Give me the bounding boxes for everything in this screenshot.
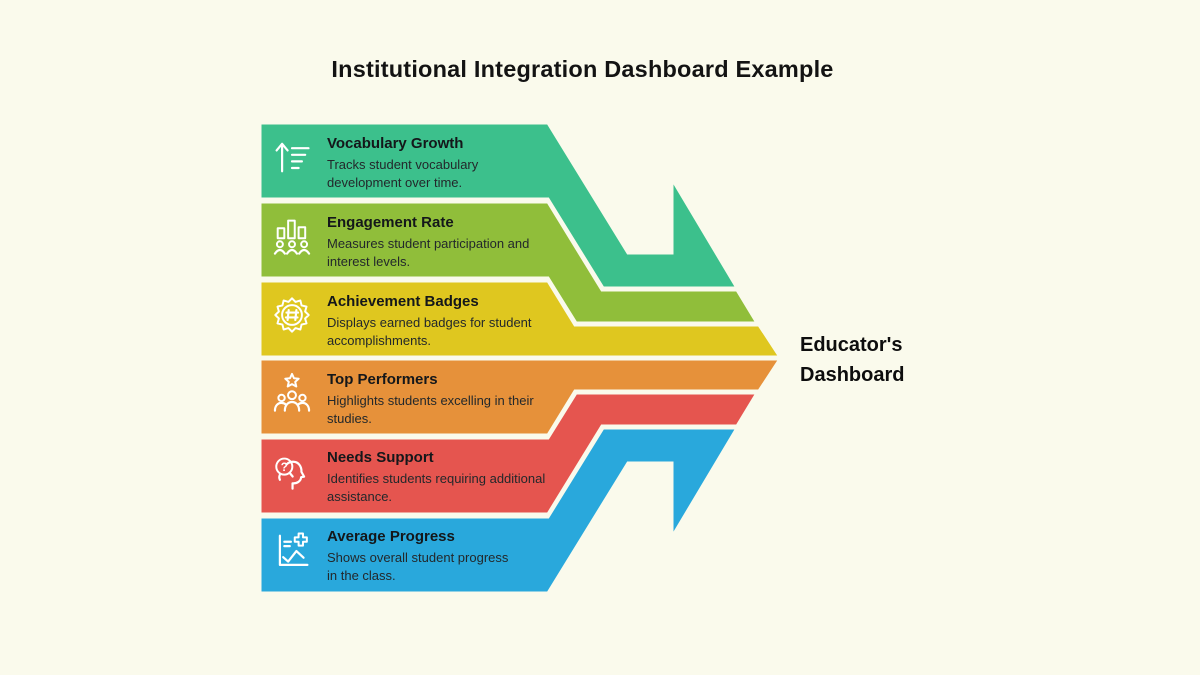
badge-icon: [274, 297, 310, 333]
band-label: Achievement Badges: [327, 293, 479, 310]
progress-chart-icon: [278, 532, 309, 566]
head-question-icon: ?: [275, 457, 306, 490]
band-label: Needs Support: [327, 449, 434, 466]
band-engagement-rate: Engagement Rate Measures student partici…: [270, 212, 532, 271]
band-top-performers: Top Performers Highlights students excel…: [270, 369, 562, 428]
arrow-destination-label: Educator's Dashboard: [800, 331, 904, 390]
band-label: Engagement Rate: [327, 214, 454, 231]
band-shape-average-progress: [258, 426, 740, 595]
band-needs-support: ? Needs Support Identifies students requ…: [270, 447, 579, 506]
band-shape-needs-support: [258, 391, 760, 516]
band-description: Displays earned badges for student accom…: [327, 315, 532, 348]
band-description: Tracks student vocabulary development ov…: [327, 157, 479, 190]
star-people-icon: [273, 372, 311, 412]
band-description: Identifies students requiring additional…: [327, 471, 546, 504]
band-shape-top-performers: [258, 357, 783, 437]
arrow-label-line2: Dashboard: [800, 363, 905, 386]
page-title: Institutional Integration Dashboard Exam…: [331, 56, 834, 82]
growth-arrow-icon: [275, 142, 310, 173]
band-description: Highlights students excelling in their s…: [327, 393, 534, 426]
band-label: Top Performers: [327, 371, 438, 388]
band-shape-achievement-badges: [258, 279, 783, 359]
band-shape-vocabulary-growth: [258, 121, 740, 290]
arrow-label-line1: Educator's: [800, 334, 903, 356]
svg-text:?: ?: [281, 462, 288, 474]
band-description: Measures student participation and inter…: [327, 236, 530, 269]
band-average-progress: Average Progress Shows overall student p…: [270, 526, 522, 585]
band-label: Vocabulary Growth: [327, 135, 464, 152]
band-achievement-badges: Achievement Badges Displays earned badge…: [270, 291, 552, 350]
band-label: Average Progress: [327, 528, 455, 545]
band-vocabulary-growth: Vocabulary Growth Tracks student vocabul…: [270, 133, 522, 192]
bar-chart-people-icon: [273, 219, 311, 255]
band-shape-engagement-rate: [258, 200, 760, 325]
band-description: Shows overall student progress in the cl…: [327, 550, 509, 583]
